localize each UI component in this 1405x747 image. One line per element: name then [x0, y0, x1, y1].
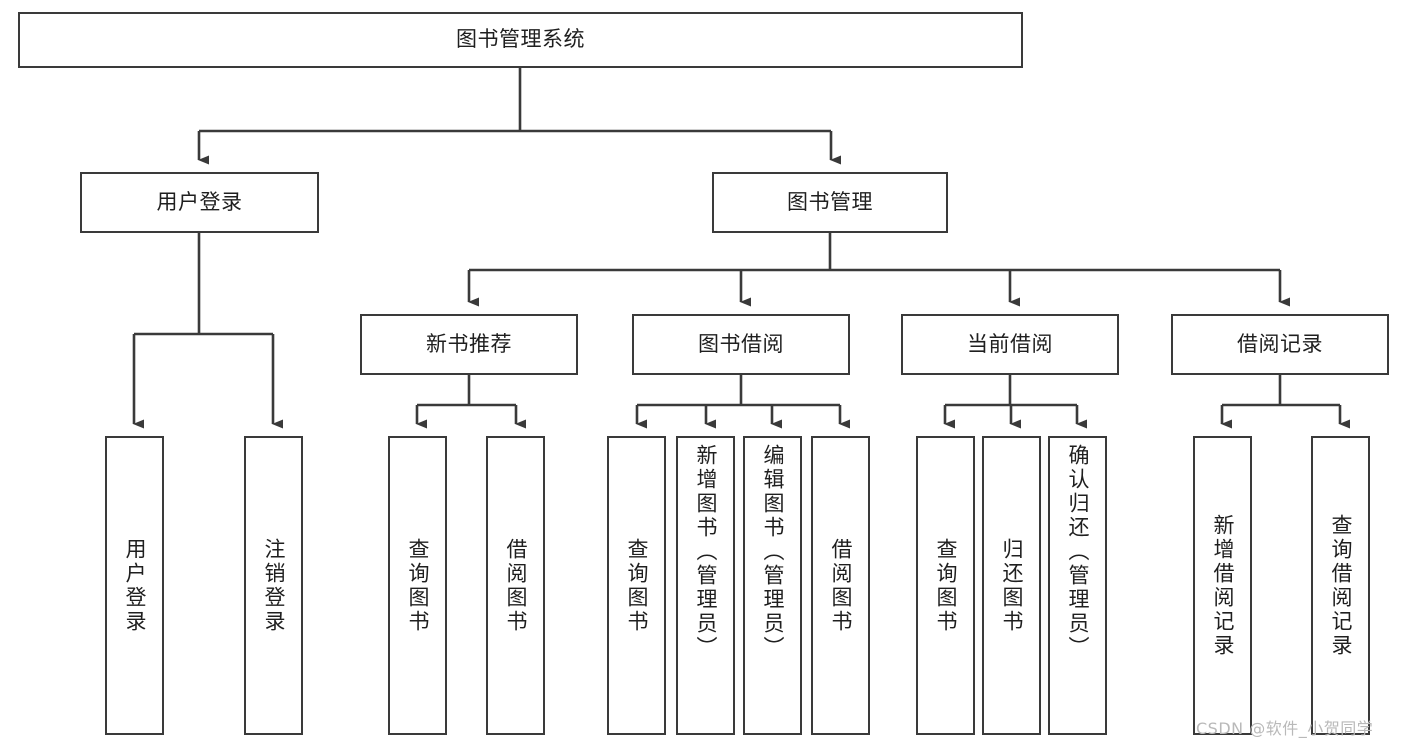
leaf-logout-label: 注销登录 — [262, 537, 286, 634]
node-user-login[interactable]: 用户登录 — [80, 172, 319, 233]
leaf-query-book-3-inner: 查询图书 — [918, 438, 973, 733]
leaf-borrow-book-1-inner: 借阅图书 — [488, 438, 543, 733]
node-book-borrow[interactable]: 图书借阅 — [632, 314, 850, 375]
edge-recommend-to-leaves — [415, 375, 526, 429]
leaf-borrow-book-1[interactable]: 借阅图书 — [486, 436, 545, 735]
leaf-return-book[interactable]: 归还图书 — [982, 436, 1041, 735]
node-new-book-recommend[interactable]: 新书推荐 — [360, 314, 578, 375]
leaf-query-book-1-label: 查询图书 — [406, 537, 430, 634]
leaf-add-book-inner: 新增图书（管理员） — [678, 438, 733, 733]
leaf-return-book-inner: 归还图书 — [984, 438, 1039, 733]
leaf-user-login[interactable]: 用户登录 — [105, 436, 164, 735]
leaf-query-book-3[interactable]: 查询图书 — [916, 436, 975, 735]
leaf-borrow-book-2[interactable]: 借阅图书 — [811, 436, 870, 735]
leaf-query-book-2-label: 查询图书 — [625, 537, 649, 634]
leaf-query-book-2[interactable]: 查询图书 — [607, 436, 666, 735]
leaf-query-record-inner: 查询借阅记录 — [1313, 438, 1368, 733]
node-book-management[interactable]: 图书管理 — [712, 172, 948, 233]
node-user-login-label: 用户登录 — [156, 189, 243, 214]
leaf-query-book-3-label: 查询图书 — [934, 537, 958, 634]
watermark-text: CSDN @软件_小贺同学 — [1196, 719, 1374, 738]
node-root-label: 图书管理系统 — [456, 27, 585, 52]
node-root[interactable]: 图书管理系统 — [18, 12, 1023, 68]
leaf-confirm-return[interactable]: 确认归还（管理员） — [1048, 436, 1107, 735]
leaf-borrow-book-2-label: 借阅图书 — [829, 537, 853, 634]
leaf-edit-book-inner: 编辑图书（管理员） — [745, 438, 800, 733]
edge-current-to-leaves — [943, 375, 1087, 429]
node-current-borrow[interactable]: 当前借阅 — [901, 314, 1119, 375]
leaf-query-book-1[interactable]: 查询图书 — [388, 436, 447, 735]
leaf-user-login-label: 用户登录 — [123, 537, 147, 634]
leaf-add-book-label: 新增图书（管理员） — [694, 444, 718, 660]
leaf-add-record-label: 新增借阅记录 — [1211, 513, 1235, 658]
node-borrow-record[interactable]: 借阅记录 — [1171, 314, 1389, 375]
edge-borrow-to-leaves — [635, 375, 850, 429]
edge-record-to-leaves — [1220, 375, 1350, 429]
leaf-query-record-label: 查询借阅记录 — [1329, 513, 1353, 658]
node-current-borrow-label: 当前借阅 — [967, 331, 1053, 356]
leaf-confirm-return-inner: 确认归还（管理员） — [1050, 438, 1105, 733]
edge-root-to-level1 — [197, 68, 841, 165]
leaf-add-record[interactable]: 新增借阅记录 — [1193, 436, 1252, 735]
node-book-borrow-label: 图书借阅 — [698, 331, 784, 356]
edge-bookmgmt-to-level2 — [467, 233, 1290, 307]
leaf-confirm-return-label: 确认归还（管理员） — [1066, 444, 1090, 660]
edge-userlogin-to-leaves — [132, 233, 283, 429]
leaf-edit-book-label: 编辑图书（管理员） — [761, 444, 785, 660]
leaf-query-book-2-inner: 查询图书 — [609, 438, 664, 733]
leaf-return-book-label: 归还图书 — [1000, 537, 1024, 634]
leaf-query-record[interactable]: 查询借阅记录 — [1311, 436, 1370, 735]
leaf-logout-inner: 注销登录 — [246, 438, 301, 733]
leaf-edit-book[interactable]: 编辑图书（管理员） — [743, 436, 802, 735]
leaf-borrow-book-1-label: 借阅图书 — [504, 537, 528, 634]
node-borrow-record-label: 借阅记录 — [1237, 331, 1323, 356]
leaf-borrow-book-2-inner: 借阅图书 — [813, 438, 868, 733]
leaf-query-book-1-inner: 查询图书 — [390, 438, 445, 733]
leaf-logout[interactable]: 注销登录 — [244, 436, 303, 735]
node-new-book-recommend-label: 新书推荐 — [426, 331, 512, 356]
leaf-user-login-inner: 用户登录 — [107, 438, 162, 733]
leaf-add-book[interactable]: 新增图书（管理员） — [676, 436, 735, 735]
node-book-management-label: 图书管理 — [787, 189, 873, 214]
leaf-add-record-inner: 新增借阅记录 — [1195, 438, 1250, 733]
